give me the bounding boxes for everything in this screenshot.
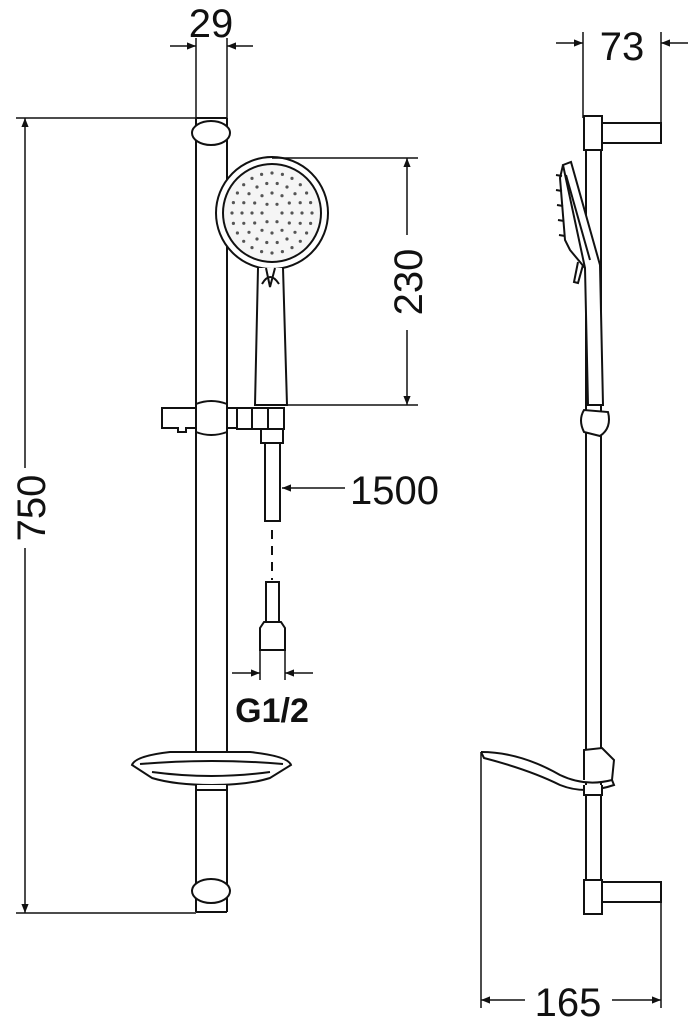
nozzle-pattern — [230, 171, 314, 255]
nozzle-dot — [285, 237, 289, 241]
nozzle-dot — [250, 211, 254, 215]
top-bracket — [191, 120, 231, 146]
nozzle-dot — [260, 250, 264, 254]
nozzle-dot — [265, 220, 269, 224]
nozzle-dot — [265, 181, 269, 186]
front-view — [130, 117, 329, 913]
soap-dish — [130, 751, 293, 791]
nozzle-dot — [260, 211, 264, 215]
head-height-label: 230 — [387, 249, 431, 316]
slider-holder — [161, 400, 285, 444]
side-bottom-bracket — [583, 879, 662, 915]
nozzle-dot — [270, 171, 274, 175]
hose — [259, 442, 286, 651]
nozzle-dot — [265, 202, 269, 206]
nozzle-dot — [231, 201, 235, 205]
nozzle-dot — [247, 230, 251, 234]
nozzle-dot — [310, 211, 314, 215]
total-depth-label: 165 — [535, 981, 602, 1024]
nozzle-dot — [242, 239, 246, 243]
nozzle-dot — [242, 201, 246, 205]
nozzle-dot — [235, 191, 239, 195]
nozzle-dot — [247, 192, 251, 196]
nozzle-dot — [275, 202, 279, 206]
nozzle-dot — [309, 201, 313, 205]
nozzle-dot — [270, 191, 274, 195]
nozzle-dot — [280, 172, 284, 176]
nozzle-dot — [293, 230, 297, 234]
side-hand-shower — [555, 160, 605, 406]
nozzle-dot — [290, 246, 294, 250]
nozzle-dot — [270, 231, 274, 235]
bar-width-label: 29 — [189, 2, 234, 46]
nozzle-dot — [250, 246, 254, 250]
nozzle-dot — [275, 181, 279, 186]
nozzle-dot — [293, 192, 297, 196]
nozzle-dot — [298, 183, 302, 187]
nozzle-dot — [253, 221, 257, 225]
nozzle-dot — [230, 211, 234, 215]
nozzle-dot — [231, 221, 235, 225]
nozzle-dot — [298, 201, 302, 205]
nozzle-dot — [285, 185, 289, 189]
nozzle-dot — [255, 237, 259, 241]
nozzle-dot — [265, 240, 269, 245]
nozzle-dot — [305, 231, 309, 235]
nozzle-dot — [275, 240, 279, 245]
nozzle-dot — [280, 194, 284, 198]
hose-length-label: 1500 — [350, 469, 439, 513]
nozzle-dot — [253, 201, 257, 205]
nozzle-dot — [270, 251, 274, 255]
thread-label: G1/2 — [235, 692, 309, 730]
side-holder — [580, 408, 610, 438]
side-top-bracket — [583, 115, 662, 151]
nozzle-dot — [280, 228, 284, 232]
nozzle-dot — [255, 185, 259, 189]
nozzle-dot — [280, 211, 284, 215]
nozzle-dot — [240, 211, 244, 215]
nozzle-dot — [242, 221, 246, 225]
nozzle-dot — [260, 228, 264, 232]
nozzle-dot — [250, 176, 254, 180]
nozzle-dot — [298, 239, 302, 243]
nozzle-dot — [235, 231, 239, 235]
nozzle-dot — [290, 176, 294, 180]
nozzle-dot — [290, 211, 294, 215]
nozzle-dot — [300, 211, 304, 215]
bracket-depth-label: 73 — [600, 25, 645, 69]
nozzle-dot — [305, 191, 309, 195]
nozzle-dot — [298, 221, 302, 225]
nozzle-dot — [260, 172, 264, 176]
nozzle-dot — [287, 221, 291, 225]
side-soap-dish — [480, 746, 616, 796]
hand-shower-head — [215, 156, 329, 406]
total-height-label: 750 — [10, 475, 54, 542]
nozzle-dot — [280, 250, 284, 254]
front-dimensions — [16, 38, 418, 914]
nozzle-dot — [260, 194, 264, 198]
nozzle-dot — [275, 220, 279, 224]
nozzle-dot — [287, 201, 291, 205]
nozzle-dot — [309, 221, 313, 225]
bottom-bracket — [191, 878, 231, 904]
nozzle-dot — [242, 183, 246, 187]
side-dimensions — [480, 32, 688, 1008]
side-view — [480, 115, 662, 915]
